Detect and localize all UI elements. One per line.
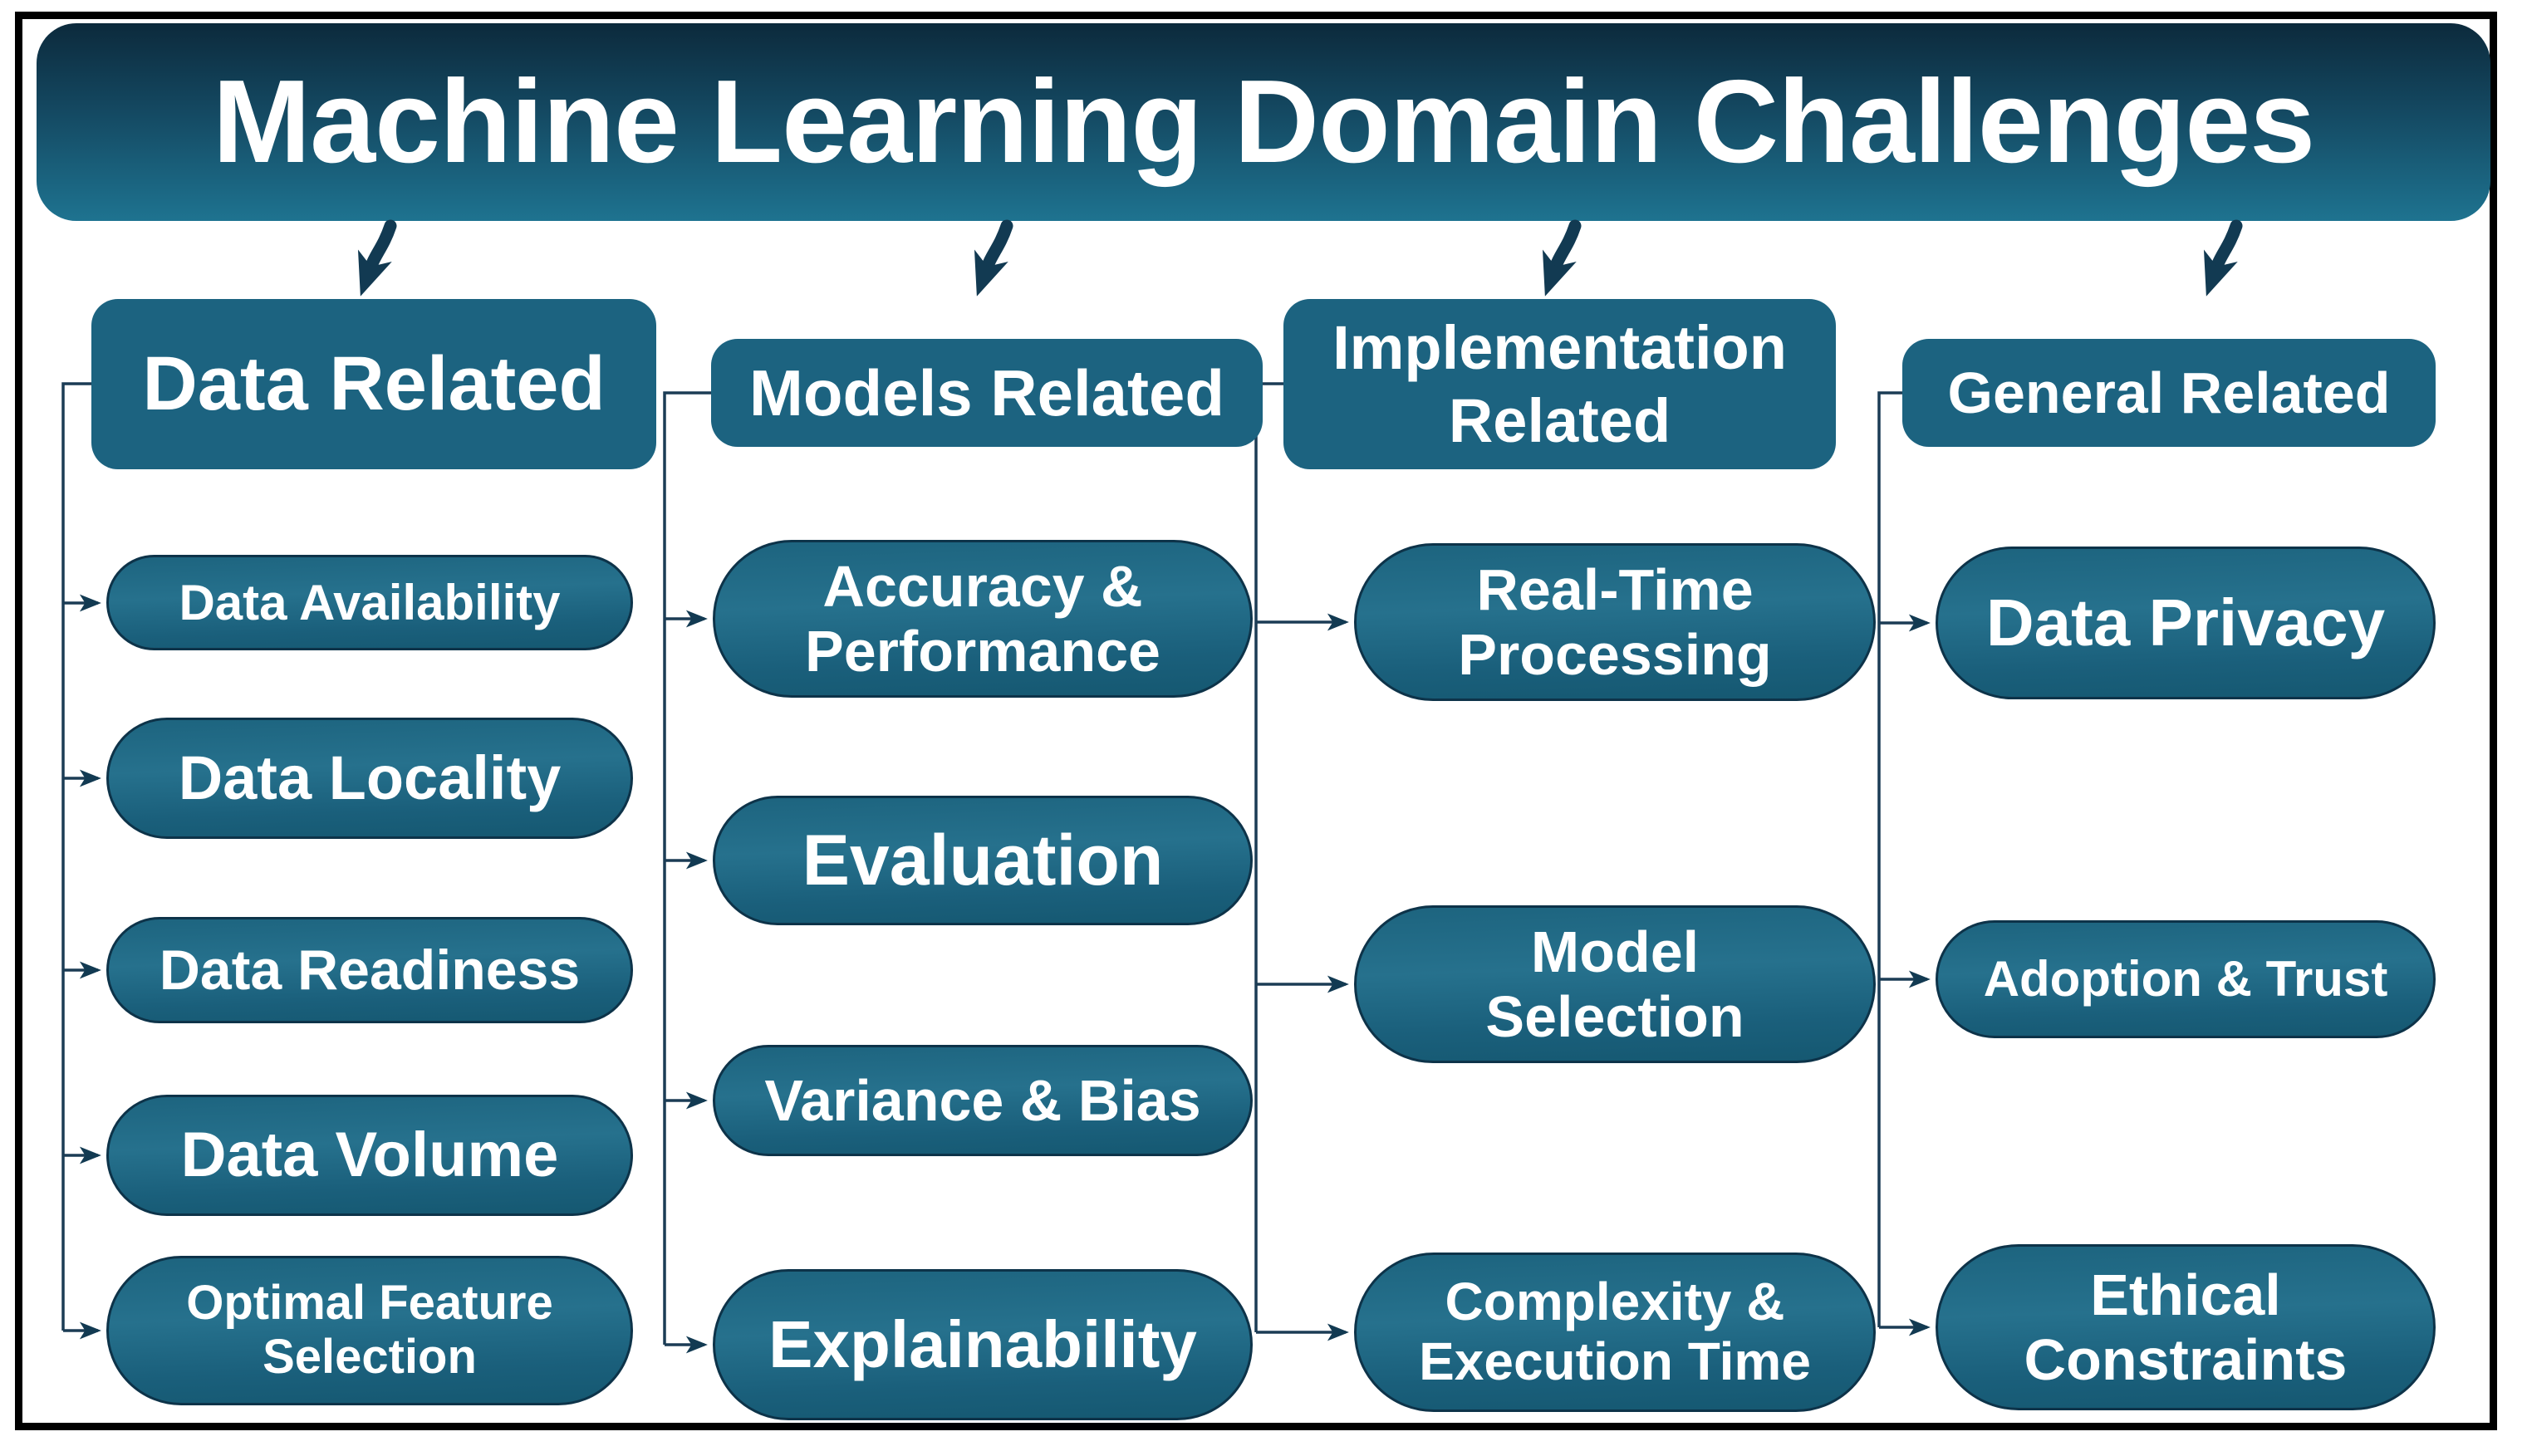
diagram-border-frame (15, 12, 2497, 1430)
pill-evaluation: Evaluation (713, 796, 1253, 925)
header-general-related: General Related (1902, 339, 2436, 447)
pill-model-selection: Model Selection (1354, 905, 1876, 1063)
pill-complexity-execution-time: Complexity & Execution Time (1354, 1253, 1876, 1412)
pill-explainability: Explainability (713, 1269, 1253, 1420)
pill-data-locality: Data Locality (106, 718, 633, 839)
pill-data-volume: Data Volume (106, 1095, 633, 1216)
pill-data-readiness: Data Readiness (106, 917, 633, 1023)
pill-real-time-processing: Real-Time Processing (1354, 543, 1876, 701)
pill-adoption-trust: Adoption & Trust (1936, 920, 2436, 1038)
pill-data-privacy: Data Privacy (1936, 547, 2436, 699)
header-models-related: Models Related (711, 339, 1263, 447)
pill-optimal-feature-selection: Optimal Feature Selection (106, 1256, 633, 1405)
pill-accuracy-performance: Accuracy & Performance (713, 540, 1253, 698)
page-title: Machine Learning Domain Challenges (212, 56, 2315, 188)
pill-data-availability: Data Availability (106, 555, 633, 650)
pill-ethical-constraints: Ethical Constraints (1936, 1244, 2436, 1410)
pill-variance-bias: Variance & Bias (713, 1045, 1253, 1156)
title-bar: Machine Learning Domain Challenges (37, 23, 2490, 221)
header-data-related: Data Related (91, 299, 656, 469)
header-implementation-related: Implementation Related (1283, 299, 1836, 469)
